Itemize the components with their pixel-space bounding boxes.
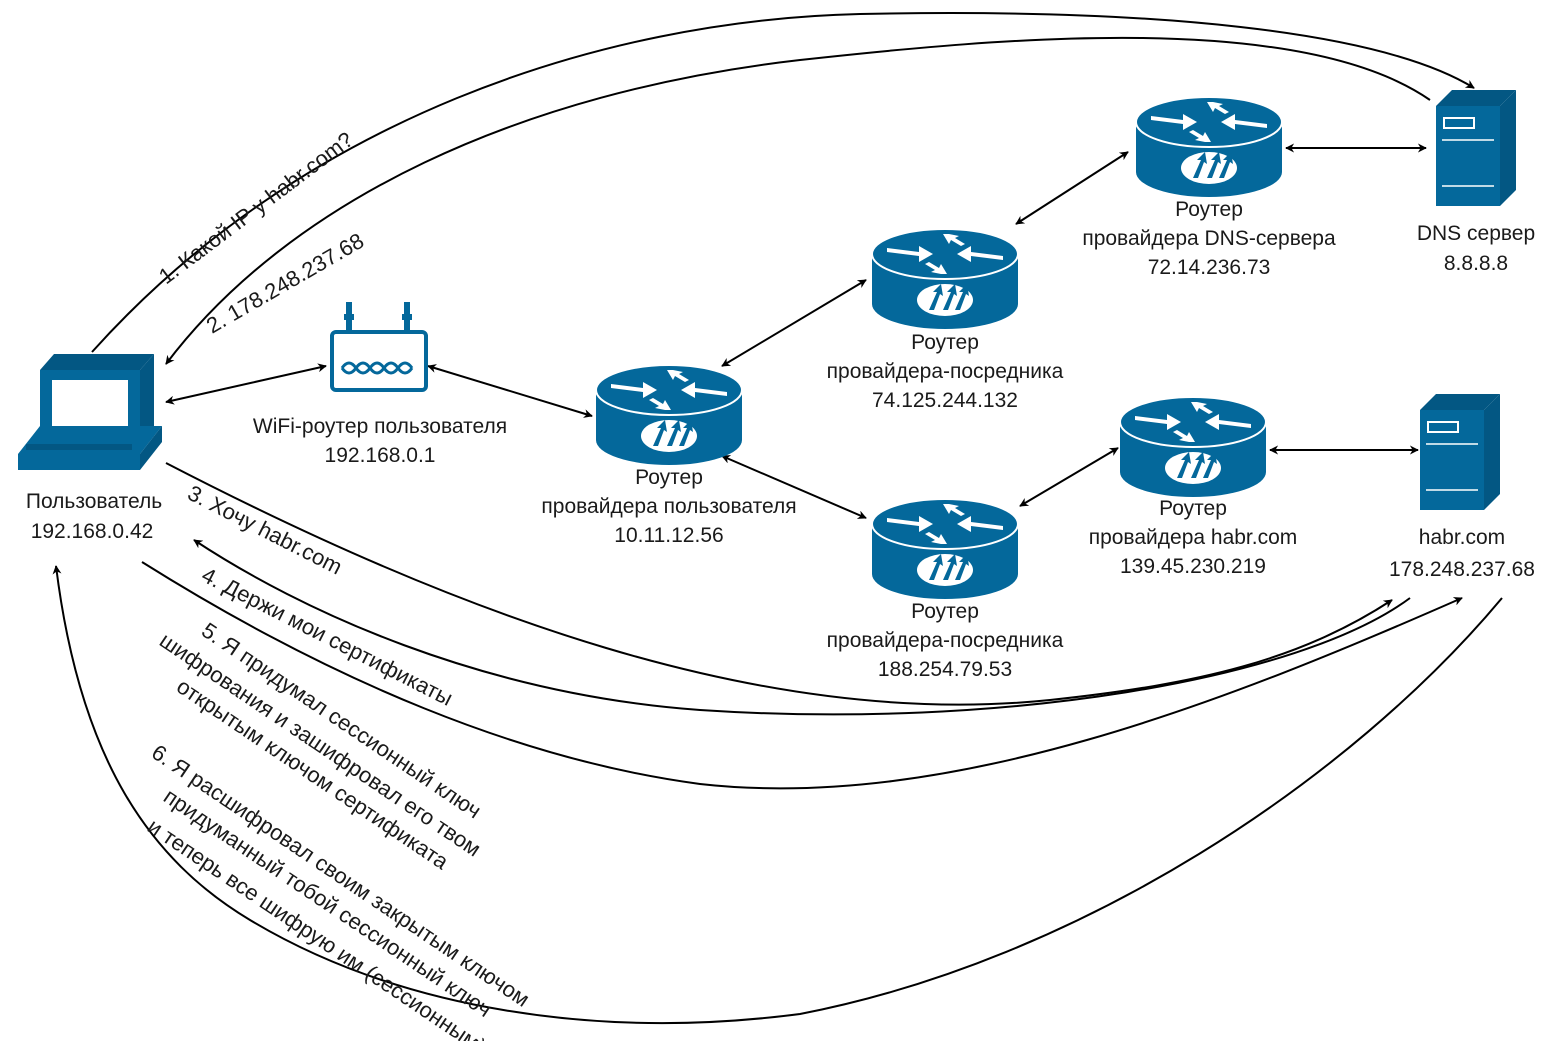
arc-1-dns-query: [91, 12, 1475, 353]
message-labels: 1. Какой IP у habr.com? 2. 178.248.237.6…: [143, 127, 534, 1041]
isp-user-ip: 10.11.12.56: [614, 524, 723, 547]
desktop-computer-icon: [18, 354, 162, 470]
router-isp-dns-icon: [1135, 96, 1283, 198]
network-links: [165, 143, 1427, 519]
transit2-line1: Роутер: [911, 600, 979, 623]
habr-server-icon: [1419, 393, 1501, 511]
habr-name: habr.com: [1419, 526, 1505, 549]
link-isp-transit2: [721, 455, 867, 519]
dns-ip: 8.8.8.8: [1444, 252, 1508, 275]
dns-name: DNS сервер: [1417, 222, 1535, 245]
isp-habr-line1: Роутер: [1159, 497, 1227, 520]
node-labels: Пользователь 192.168.0.42 WiFi-роутер по…: [26, 198, 1535, 681]
transit2-line2: провайдера-посредника: [827, 629, 1064, 652]
transit1-line1: Роутер: [911, 331, 979, 354]
arc-6-confirmation: [52, 565, 1503, 1024]
isp-dns-line1: Роутер: [1175, 198, 1243, 221]
isp-user-line1: Роутер: [635, 466, 703, 489]
link-transit2-isphabr: [1019, 447, 1119, 507]
user-name: Пользователь: [26, 490, 162, 513]
link-transit1-ispdns: [1015, 151, 1129, 225]
arc-5-session-key: [141, 561, 1463, 790]
link-user-wifi: [165, 363, 327, 405]
wifi-ip: 192.168.0.1: [325, 444, 436, 467]
link-wifi-isp: [427, 364, 593, 418]
arc-4-certificates: [193, 539, 1411, 716]
isp-user-line2: провайдера пользователя: [541, 495, 796, 518]
isp-habr-ip: 139.45.230.219: [1120, 555, 1266, 578]
transit1-line2: провайдера-посредника: [827, 360, 1064, 383]
transit2-ip: 188.254.79.53: [878, 658, 1012, 681]
router-isp-habr-icon: [1119, 396, 1267, 498]
router-isp-user-icon: [595, 364, 743, 466]
isp-dns-ip: 72.14.236.73: [1148, 256, 1271, 279]
arc-3-request: [165, 462, 1393, 706]
isp-dns-line2: провайдера DNS-сервера: [1082, 227, 1336, 250]
isp-habr-line2: провайдера habr.com: [1089, 526, 1298, 549]
habr-ip: 178.248.237.68: [1389, 558, 1535, 581]
wifi-name: WiFi-роутер пользователя: [253, 415, 507, 438]
router-transit1-icon: [871, 228, 1019, 330]
wifi-router-icon: [330, 302, 428, 392]
user-ip: 192.168.0.42: [31, 520, 154, 543]
transit1-ip: 74.125.244.132: [872, 389, 1018, 412]
link-isp-transit1: [721, 279, 867, 367]
arc-2-dns-answer: [165, 36, 1431, 365]
message-arcs: [52, 12, 1503, 1024]
dns-server-icon: [1435, 89, 1517, 207]
router-transit2-icon: [871, 498, 1019, 600]
